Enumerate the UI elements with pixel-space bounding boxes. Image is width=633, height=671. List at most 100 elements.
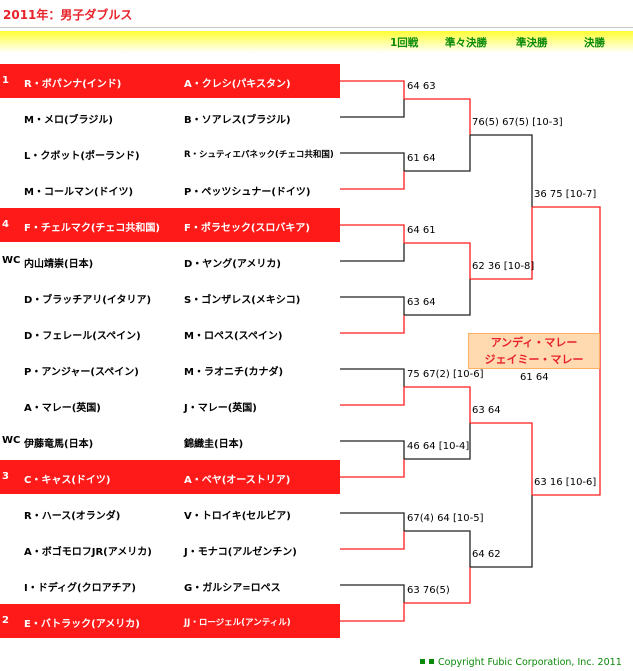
bracket-r1-line (340, 459, 405, 478)
bracket-final-line (532, 351, 601, 496)
title-divider (0, 27, 633, 28)
player-2-name: P・ペッツシュナー(ドイツ) (184, 187, 311, 198)
bracket-r1-line (340, 603, 405, 622)
champion-name-1: アンディ・マレー (490, 336, 578, 349)
player-1-name: A・マレー(英国) (24, 403, 101, 414)
player-2-name: B・ソアレス(ブラジル) (184, 115, 291, 126)
player-1-name: 内山靖崇(日本) (24, 259, 94, 270)
player-1-name: M・コールマン(ドイツ) (24, 187, 134, 198)
match-score: 67(4) 64 [10-5] (407, 513, 484, 524)
match-score: 63 64 (407, 297, 436, 308)
match-score: 64 63 (407, 81, 436, 92)
champion-name-2: ジェイミー・マレー (484, 353, 584, 366)
match-score: 75 67(2) [10-6] (407, 369, 484, 380)
bracket-qf-line (404, 423, 471, 460)
player-1-name: L・クボット(ポーランド) (24, 151, 140, 162)
seed-label: 4 (2, 219, 9, 230)
bracket-r1-line (340, 80, 405, 99)
player-2-name: J・マレー(英国) (184, 403, 257, 414)
player-2-name: A・ベヤ(オーストリア) (184, 475, 291, 486)
player-2-name: S・ゴンザレス(メキシコ) (184, 295, 301, 306)
player-1-name: R・ハース(オランダ) (24, 511, 121, 522)
seed-label: 2 (2, 615, 9, 626)
player-1-name: E・バトラック(アメリカ) (24, 619, 140, 630)
match-score: 46 64 [10-4] (407, 441, 470, 452)
round-label-final: 決勝 (584, 37, 605, 49)
bracket-qf-line (404, 242, 471, 279)
seeded-row-bg (0, 64, 340, 98)
player-2-name: M・ラオニチ(カナダ) (184, 367, 284, 378)
match-score: 63 76(5) (407, 585, 450, 596)
copyright-footer: Copyright Fubic Corporation, Inc. 2011 (420, 657, 622, 668)
bracket-r1-line (340, 315, 405, 334)
round-label-r1: 1回戦 (390, 37, 419, 49)
page-title: 2011年：男子ダブルス (3, 8, 133, 22)
seeded-row-bg (0, 460, 340, 494)
champion-box: アンディ・マレー ジェイミー・マレー (468, 333, 600, 369)
bracket-qf-line (404, 530, 471, 567)
match-score: 64 61 (407, 225, 436, 236)
round-header-bar (0, 31, 633, 53)
bullet-icon (420, 659, 425, 664)
seed-label: WC (2, 435, 21, 446)
bracket-r1-line (340, 224, 405, 243)
player-1-name: R・ボパンナ(インド) (24, 79, 122, 90)
player-1-name: D・ブラッチアリ(イタリア) (24, 295, 152, 306)
player-2-name: R・シュティエパネック(チェコ共和国) (184, 150, 334, 160)
player-1-name: C・キャス(ドイツ) (24, 475, 111, 486)
bullet-icon (429, 659, 434, 664)
player-2-name: F・ポラセック(スロバキア) (184, 223, 310, 234)
footer-text: Copyright Fubic Corporation, Inc. 2011 (438, 657, 622, 668)
match-score: 61 64 (407, 153, 436, 164)
player-2-name: A・クレシ(パキスタン) (184, 79, 291, 90)
player-1-name: M・メロ(ブラジル) (24, 115, 113, 126)
player-2-name: G・ガルシア=ロペス (184, 583, 281, 594)
seeded-row-bg (0, 208, 340, 242)
player-2-name: J・モナコ(アルゼンチン) (184, 547, 297, 558)
match-score: 62 36 [10-8] (472, 261, 535, 272)
bracket-sf-line (470, 422, 533, 495)
match-score: 63 16 [10-6] (534, 477, 597, 488)
bracket-sf-line (470, 134, 533, 207)
bracket-r1-line (340, 368, 405, 387)
bracket-r1-line (340, 243, 405, 262)
seeded-row-bg (0, 604, 340, 638)
round-label-sf: 準決勝 (516, 37, 548, 49)
match-score: 76(5) 67(5) [10-3] (472, 117, 563, 128)
player-2-name: V・トロイキ(セルビア) (184, 511, 291, 522)
bracket-r1-line (340, 440, 405, 459)
player-1-name: 伊藤竜馬(日本) (24, 439, 94, 450)
match-score: 63 64 (472, 405, 501, 416)
bracket-r1-line (340, 171, 405, 190)
match-score: 36 75 [10-7] (534, 189, 597, 200)
player-2-name: JJ・ロージェル(アンティル) (184, 618, 291, 628)
player-1-name: P・アンジャー(スペイン) (24, 367, 139, 378)
bracket-r1-line (340, 531, 405, 550)
bracket-qf-line (404, 98, 471, 135)
player-1-name: A・ボゴモロフJR(アメリカ) (24, 547, 152, 558)
bracket-r1-line (340, 296, 405, 315)
seed-label: 3 (2, 471, 9, 482)
bracket-qf-line (404, 386, 471, 423)
player-1-name: I・ドディグ(クロアチア) (24, 583, 136, 594)
bracket-r1-line (340, 99, 405, 118)
match-score: 61 64 (520, 372, 549, 383)
bracket-r1-line (340, 584, 405, 603)
player-2-name: M・ロペス(スペイン) (184, 331, 283, 342)
bracket-qf-line (404, 135, 471, 172)
player-1-name: D・フェレール(スペイン) (24, 331, 141, 342)
player-2-name: D・ヤング(アメリカ) (184, 259, 281, 270)
bracket-qf-line (404, 567, 471, 604)
player-2-name: 錦織圭(日本) (184, 439, 244, 450)
seed-label: WC (2, 255, 21, 266)
bracket-final-line (532, 206, 601, 351)
round-label-qf: 準々決勝 (445, 37, 487, 49)
player-1-name: F・チェルマク(チェコ共和国) (24, 223, 160, 234)
bracket-r1-line (340, 512, 405, 531)
bracket-sf-line (470, 207, 533, 280)
bracket-r1-line (340, 387, 405, 406)
bracket-qf-line (404, 279, 471, 316)
bracket-sf-line (470, 495, 533, 568)
match-score: 64 62 (472, 549, 501, 560)
